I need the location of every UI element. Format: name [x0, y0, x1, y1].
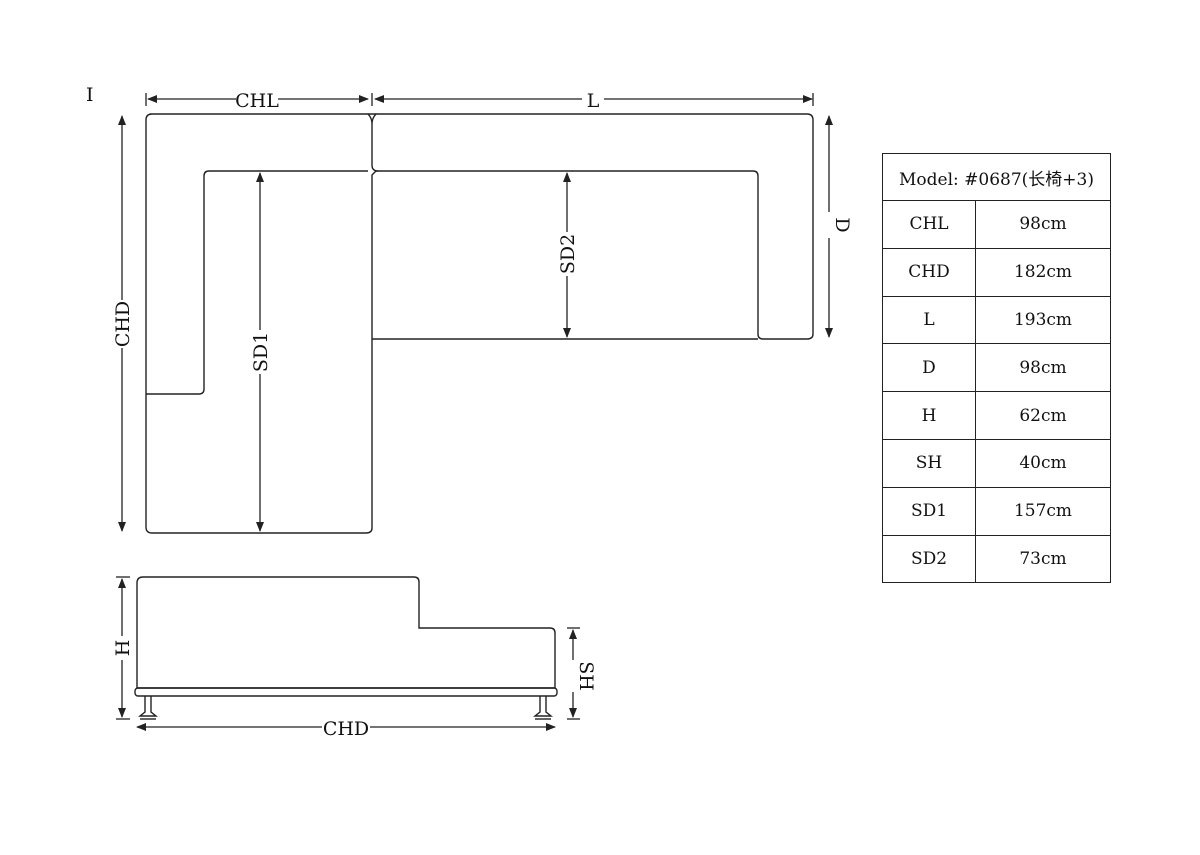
spec-table: Model: #0687(长椅+3) CHL 98cm CHD 182cm L …	[882, 153, 1111, 584]
side-view-outline	[136, 576, 556, 689]
spec-value: 98cm	[975, 200, 1111, 249]
dim-sh-label: SH	[575, 661, 597, 691]
spec-key: CHL	[882, 200, 976, 249]
dim-chd-label: CHD	[112, 301, 134, 347]
side-view-base	[134, 687, 558, 697]
dim-side-chd-label: CHD	[323, 718, 369, 740]
spec-row: CHL 98cm	[882, 200, 1111, 249]
spec-key: L	[882, 295, 976, 345]
dim-l-label: L	[587, 90, 600, 112]
spec-value: 193cm	[975, 295, 1111, 345]
chaise-backrest-line	[146, 170, 368, 395]
spec-row: L 193cm	[882, 295, 1111, 345]
dim-sd1-label: SD1	[250, 332, 272, 372]
dim-sd2-label: SD2	[557, 234, 579, 274]
spec-value: 62cm	[975, 391, 1111, 440]
spec-row: D 98cm	[882, 343, 1111, 393]
top-view: CHL L D CHD SD1 SD2	[112, 88, 853, 534]
spec-row: H 62cm	[882, 391, 1111, 440]
spec-row: SD1 157cm	[882, 486, 1111, 536]
chaise-sofa-seam	[367, 113, 379, 172]
dim-h-label: H	[112, 640, 134, 657]
spec-key: CHD	[882, 247, 976, 297]
spec-table-header-row: Model: #0687(长椅+3)	[882, 153, 1111, 201]
spec-key: SD2	[882, 534, 976, 584]
spec-key: SD1	[882, 486, 976, 536]
spec-value: 98cm	[975, 343, 1111, 393]
spec-row: CHD 182cm	[882, 247, 1111, 297]
top-view-outline	[145, 113, 814, 534]
spec-key: SH	[882, 438, 976, 488]
side-view: H SH CHD	[112, 576, 597, 740]
dim-d-label: D	[831, 217, 853, 232]
model-header: Model: #0687(长椅+3)	[882, 153, 1111, 201]
spec-row: SD2 73cm	[882, 534, 1111, 584]
spec-value: 182cm	[975, 247, 1111, 297]
left-leg	[138, 696, 158, 717]
dim-chl-label: CHL	[235, 90, 279, 112]
stray-mark: I	[86, 84, 94, 106]
spec-key: H	[882, 391, 976, 440]
spec-value: 40cm	[975, 438, 1111, 488]
spec-key: D	[882, 343, 976, 393]
right-leg	[533, 696, 553, 717]
spec-value: 157cm	[975, 486, 1111, 536]
spec-row: SH 40cm	[882, 438, 1111, 488]
spec-value: 73cm	[975, 534, 1111, 584]
